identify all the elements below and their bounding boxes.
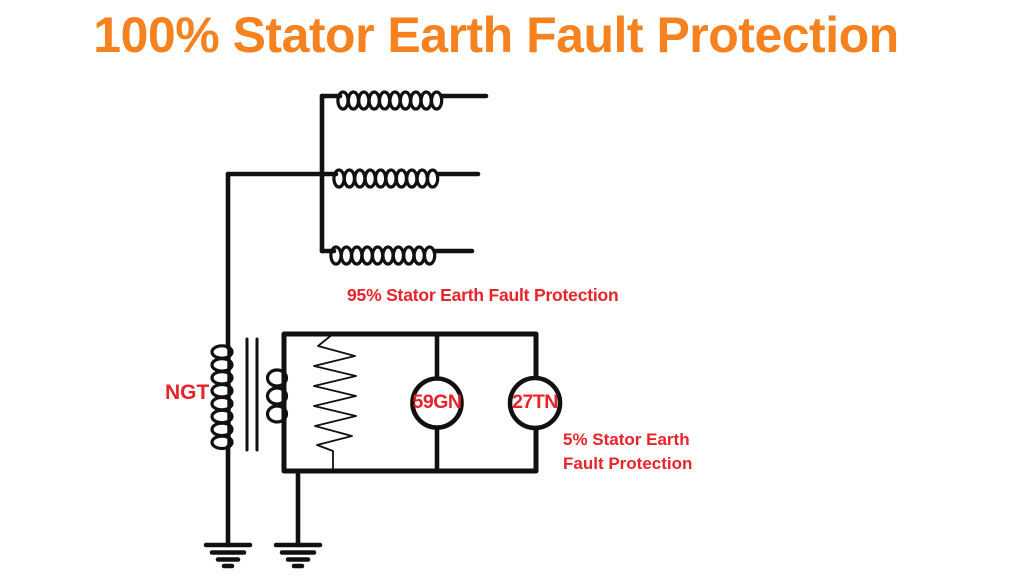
stator-winding-c-coil: [329, 245, 437, 266]
stator-winding-b-coil: [332, 168, 440, 189]
stator-winding-a-coil: [336, 90, 444, 111]
label-relay-59gn: 59GN: [412, 391, 462, 413]
relay-27tn-icon: [507, 375, 563, 431]
stator-windings-icon: [225, 90, 489, 266]
resistor-icon: [313, 333, 357, 472]
label-95-protection: 95% Stator Earth Fault Protection: [347, 285, 619, 305]
label-relay-27tn: 27TN: [512, 391, 558, 413]
label-ngt: NGT: [165, 381, 210, 404]
label-5-protection-line2: Fault Protection: [563, 454, 693, 473]
earth-ground-right-icon: [273, 542, 323, 569]
earth-ground-left-icon: [203, 542, 253, 569]
page-title: 100% Stator Earth Fault Protection: [93, 7, 899, 63]
ngt-transformer-icon: [210, 171, 289, 548]
ngt-primary-winding-icon: [210, 344, 234, 451]
label-5-protection-line1: 5% Stator Earth: [563, 430, 690, 449]
relay-panel: [281, 331, 539, 548]
relay-59gn-icon: [410, 376, 464, 430]
